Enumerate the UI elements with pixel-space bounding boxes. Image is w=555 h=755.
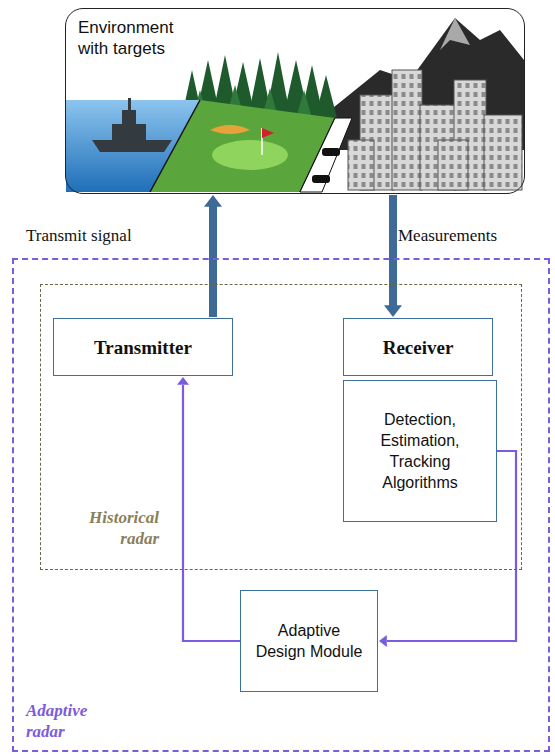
region-label: Historical radar <box>49 507 159 549</box>
golf-green <box>212 140 288 170</box>
box-label: Receiver <box>377 337 460 358</box>
golf-bunker <box>210 125 250 134</box>
road <box>300 118 352 192</box>
connector-arrow <box>183 385 240 641</box>
historical-radar-region: Historical radar Transmitter ReceiverDetec… <box>40 284 522 570</box>
arrow-head <box>177 377 189 385</box>
connector-arrow <box>209 206 217 317</box>
transmitter-box: Transmitter <box>53 318 233 376</box>
box-label: Detection, Estimation, Tracking Algorith… <box>344 409 496 493</box>
environment-box: Environment with targets <box>65 8 525 194</box>
cars <box>312 148 340 183</box>
arrow-head <box>204 195 222 207</box>
mountain-snow <box>440 18 470 50</box>
adaptive-radar-region: Adaptive radar Historical radar Transmitte… <box>12 258 550 752</box>
arrow-head <box>384 305 402 317</box>
edge-label: Measurements <box>398 226 497 246</box>
region-label: Adaptive radar <box>26 700 116 742</box>
connector-arrow <box>389 195 397 306</box>
box-label: Transmitter <box>88 337 198 358</box>
golf-flag <box>262 128 274 138</box>
box-label: Adaptive Design Module <box>241 620 377 662</box>
ship <box>92 98 172 152</box>
city <box>348 70 522 190</box>
arrow-head <box>379 635 387 647</box>
receiver-box: Receiver <box>343 318 493 376</box>
environment-label: Environment with targets <box>78 17 193 59</box>
edge-label: Transmit signal <box>26 226 132 246</box>
design-module-box: Adaptive Design Module <box>240 590 378 692</box>
algorithms-box: Detection, Estimation, Tracking Algorith… <box>343 380 497 522</box>
